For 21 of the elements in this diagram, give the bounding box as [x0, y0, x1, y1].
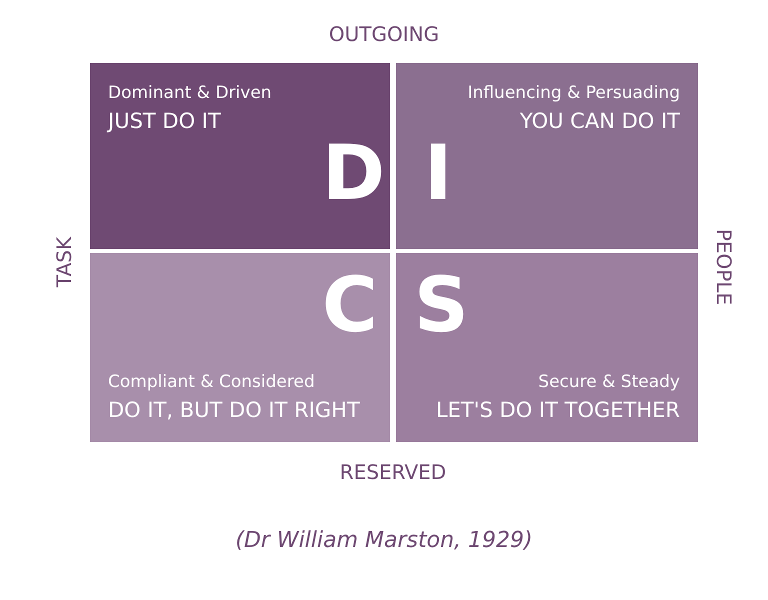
quadrant-panel: [90, 253, 390, 442]
caption-text: (Dr William Marston, 1929): [234, 528, 534, 553]
motto-text: JUST DO IT: [108, 109, 221, 133]
trait-subtitle: Dominant & Driven: [108, 83, 272, 103]
axis-label: PEOPLE: [712, 228, 736, 306]
quadrant-panel: [90, 63, 390, 249]
trait-subtitle: Influencing & Persuading: [468, 83, 680, 103]
motto-text: YOU CAN DO IT: [520, 109, 680, 133]
motto-text: DO IT, BUT DO IT RIGHT: [108, 398, 360, 422]
quadrant-letter: C: [322, 267, 378, 343]
motto-text: LET'S DO IT TOGETHER: [436, 398, 680, 422]
trait-subtitle: Secure & Steady: [538, 372, 680, 392]
axis-label: RESERVED: [340, 460, 446, 484]
quadrant-panel: [396, 63, 698, 249]
quadrant-letter: D: [322, 135, 386, 211]
trait-subtitle: Compliant & Considered: [108, 372, 315, 392]
quadrant-panel: [396, 253, 698, 442]
quadrant-letter: I: [424, 135, 452, 211]
axis-label: OUTGOING: [328, 22, 440, 46]
quadrant-letter: S: [414, 267, 469, 343]
axis-label: TASK: [52, 236, 76, 288]
